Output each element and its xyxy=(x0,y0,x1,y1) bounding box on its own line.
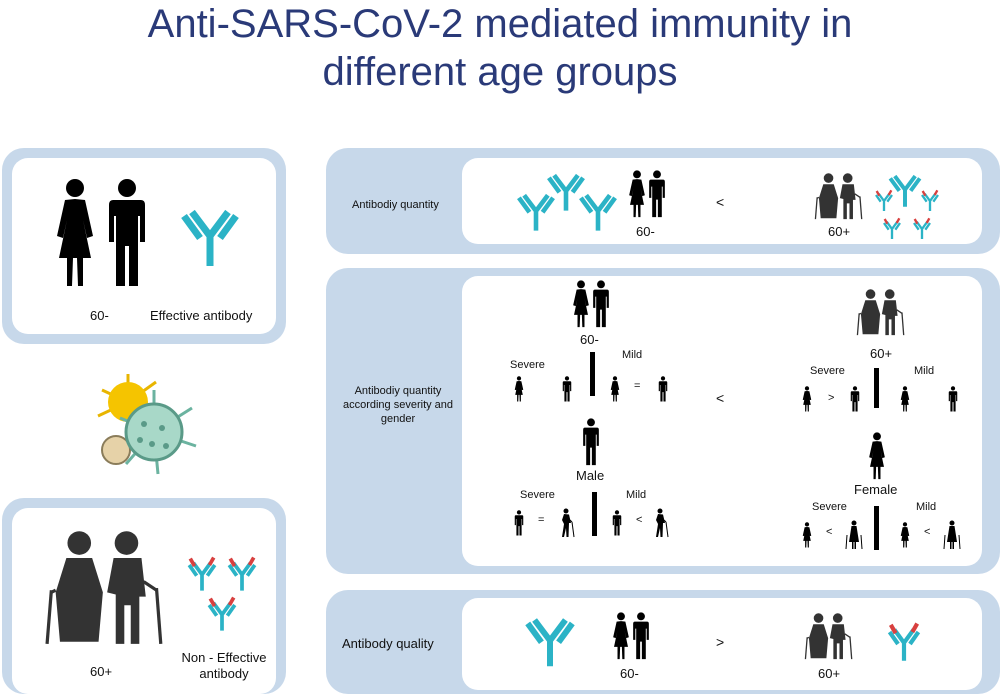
less-symbol: < xyxy=(826,526,833,538)
woman-icon xyxy=(612,612,630,660)
severity-row-label-line-1: Antibodiy quantity xyxy=(354,385,442,397)
elderly-man-icon xyxy=(652,508,672,538)
woman-icon xyxy=(802,522,812,548)
young-age-label: 60- xyxy=(90,308,109,323)
effective-antibody-icon xyxy=(578,186,618,232)
panel-young: 60- Effective antibody xyxy=(2,148,286,344)
man-icon xyxy=(632,612,650,660)
man-icon xyxy=(948,386,958,412)
man-icon xyxy=(582,418,600,466)
woman-icon xyxy=(572,280,590,328)
effective-antibody-icon xyxy=(888,168,922,208)
defective-antibody-icon xyxy=(206,594,238,632)
woman-icon xyxy=(610,376,620,402)
divider-bar xyxy=(874,506,879,550)
man-icon xyxy=(592,280,610,328)
severity-row-label-line-2: according severity and xyxy=(342,399,454,411)
card-quality: 60- > 60+ xyxy=(462,598,982,690)
virus-icon xyxy=(97,374,197,475)
title-line-1: Anti-SARS-CoV-2 mediated immunity in xyxy=(147,2,853,46)
card-severity: 60- Severe Mild = < 60+ Severe Mild > Ma… xyxy=(462,276,982,566)
quality-comparison-symbol: > xyxy=(716,634,725,650)
title-line-2: different age groups xyxy=(322,50,678,94)
quantity-row-label: Antibodiy quantity xyxy=(352,199,439,211)
defective-antibody-icon xyxy=(920,188,940,212)
quantity-old-label: 60+ xyxy=(828,224,851,239)
man-icon xyxy=(562,376,572,402)
quality-old-label: 60+ xyxy=(818,666,841,681)
divider-bar xyxy=(592,492,597,536)
severe-label: Severe xyxy=(812,501,847,513)
quantity-young-label: 60- xyxy=(636,224,655,239)
man-icon xyxy=(850,386,860,412)
old-age-label: 60+ xyxy=(90,664,113,679)
man-icon xyxy=(612,510,622,536)
mild-label: Mild xyxy=(914,365,935,377)
greater-symbol: > xyxy=(828,392,835,404)
severity-comparison-symbol: < xyxy=(716,390,725,406)
card-old: 60+ Non - Effective antibody xyxy=(12,508,276,694)
man-icon xyxy=(648,170,666,218)
woman-icon xyxy=(514,376,524,402)
divider-bar xyxy=(874,368,879,408)
non-effective-label-2: antibody xyxy=(199,666,249,681)
mild-label: Mild xyxy=(916,501,937,513)
panel-severity: Antibodiy quantity according severity an… xyxy=(326,268,1000,574)
woman-icon xyxy=(628,170,646,218)
severe-label: Severe xyxy=(510,359,545,371)
defective-antibody-icon xyxy=(912,216,932,240)
quality-row-label: Antibody quality xyxy=(342,636,434,651)
equal-symbol: = xyxy=(538,514,545,526)
elderly-couple-icon xyxy=(40,528,170,646)
mild-label: Mild xyxy=(622,349,643,361)
effective-antibody-icon xyxy=(524,608,576,668)
male-label: Male xyxy=(576,468,605,483)
elderly-woman-icon xyxy=(942,520,962,550)
severity-young-label: 60- xyxy=(580,332,599,347)
woman-icon xyxy=(802,386,812,412)
mild-label: Mild xyxy=(626,489,647,501)
elderly-woman-icon xyxy=(844,520,864,550)
divider-bar xyxy=(590,352,595,396)
equal-symbol: = xyxy=(634,380,641,392)
less-symbol: < xyxy=(636,514,643,526)
severity-row-label-line-3: gender xyxy=(380,413,416,425)
woman-icon xyxy=(868,432,886,480)
panel-quantity: Antibodiy quantity 60- < 60+ xyxy=(326,148,1000,254)
severe-label: Severe xyxy=(520,489,555,501)
page-title: Anti-SARS-CoV-2 mediated immunity in dif… xyxy=(0,0,1000,96)
elderly-couple-icon xyxy=(854,288,908,336)
man-icon xyxy=(104,178,150,288)
severe-label: Severe xyxy=(810,365,845,377)
defective-antibody-icon xyxy=(226,554,258,592)
panel-quality: Antibody quality 60- > 60+ xyxy=(326,590,1000,694)
card-young: 60- Effective antibody xyxy=(12,158,276,334)
man-icon xyxy=(658,376,668,402)
severity-old-label: 60+ xyxy=(870,346,893,361)
man-icon xyxy=(514,510,524,536)
effective-antibody-icon xyxy=(180,198,240,268)
panel-old: 60+ Non - Effective antibody xyxy=(2,498,286,694)
elderly-couple-icon xyxy=(812,172,866,220)
elderly-couple-icon xyxy=(802,612,856,660)
severity-row-label: Antibodiy quantity according severity an… xyxy=(326,384,470,426)
defective-antibody-icon xyxy=(886,620,922,662)
quality-young-label: 60- xyxy=(620,666,639,681)
effective-antibody-label: Effective antibody xyxy=(150,308,253,323)
non-effective-label-1: Non - Effective xyxy=(181,650,267,665)
woman-icon xyxy=(900,386,910,412)
female-label: Female xyxy=(854,482,898,497)
less-symbol: < xyxy=(924,526,931,538)
defective-antibody-icon xyxy=(186,554,218,592)
woman-icon xyxy=(52,178,98,288)
woman-icon xyxy=(900,522,910,548)
defective-antibody-icon xyxy=(882,216,902,240)
elderly-man-icon xyxy=(558,508,578,538)
quantity-comparison-symbol: < xyxy=(716,194,725,210)
card-quantity: 60- < 60+ xyxy=(462,158,982,244)
